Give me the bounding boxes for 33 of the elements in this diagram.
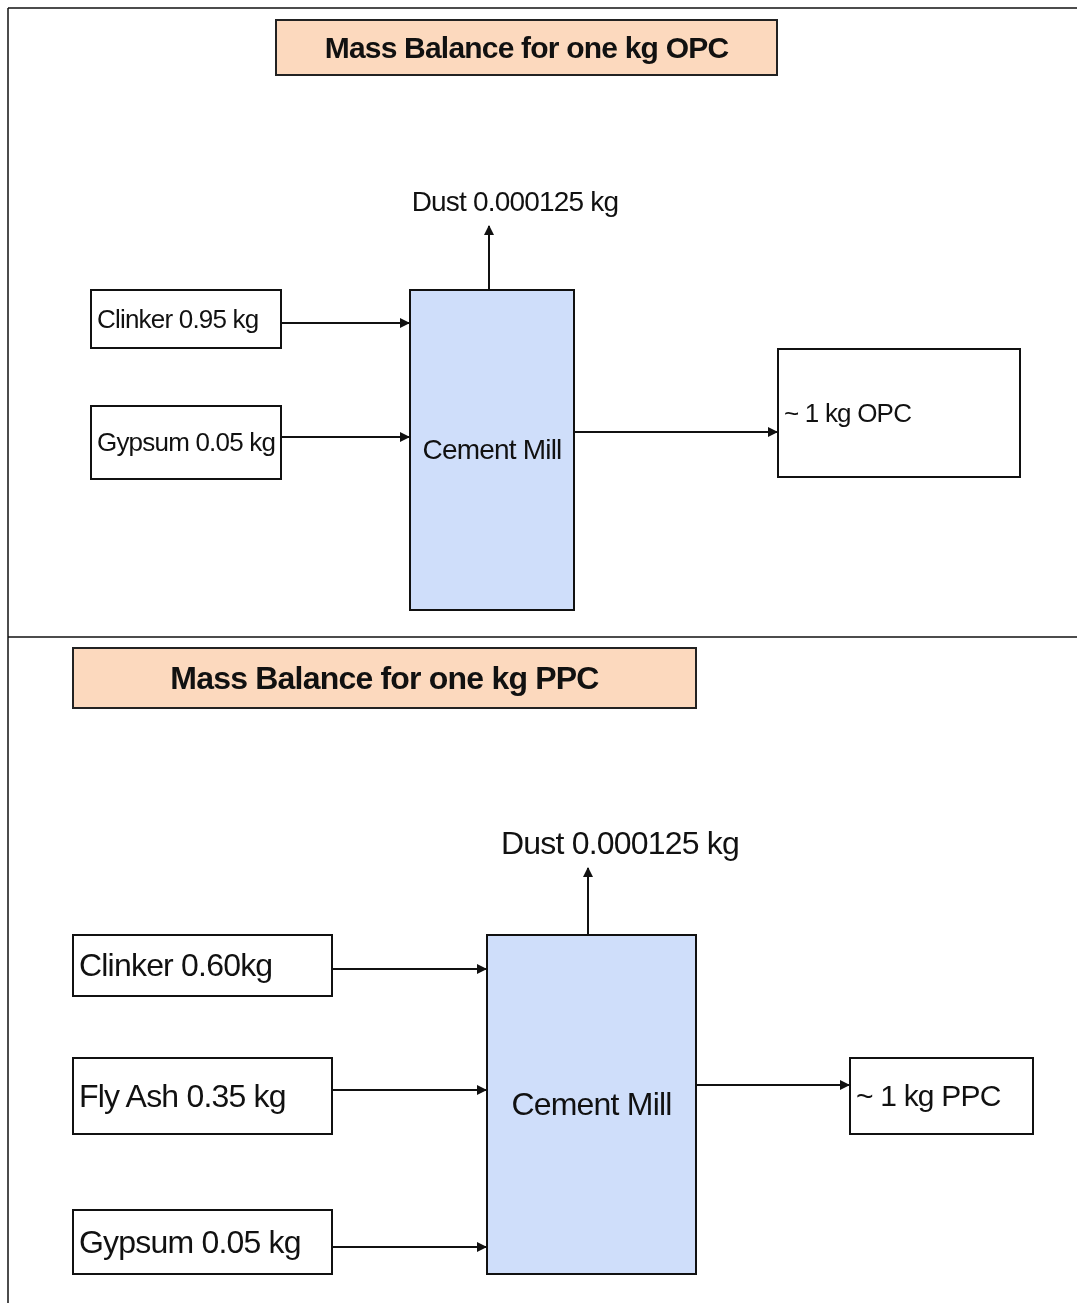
arrow bbox=[574, 427, 778, 437]
arrow bbox=[583, 867, 593, 935]
box-label: ~ 1 kg OPC bbox=[784, 397, 912, 429]
process-box bbox=[486, 934, 697, 1275]
arrow bbox=[332, 1085, 487, 1095]
title-box bbox=[275, 19, 778, 76]
arrow bbox=[332, 964, 487, 974]
input-box bbox=[90, 289, 282, 349]
box-label: Clinker 0.60kg bbox=[79, 947, 273, 984]
arrow bbox=[484, 225, 494, 290]
input-box bbox=[72, 1209, 333, 1275]
box-label: Clinker 0.95 kg bbox=[97, 303, 259, 335]
box-label: Mass Balance for one kg PPC bbox=[170, 659, 599, 697]
input-box bbox=[90, 405, 282, 480]
title-box bbox=[72, 647, 697, 709]
box-label: ~ 1 kg PPC bbox=[856, 1079, 1001, 1113]
box-label: Gypsum 0.05 kg bbox=[97, 427, 276, 458]
output-box bbox=[777, 348, 1021, 478]
output-box bbox=[849, 1057, 1034, 1135]
arrow bbox=[281, 318, 410, 328]
process-box bbox=[409, 289, 575, 611]
arrow bbox=[281, 432, 410, 442]
input-box bbox=[72, 934, 333, 997]
box-label: Mass Balance for one kg OPC bbox=[324, 30, 729, 65]
box-label: Fly Ash 0.35 kg bbox=[79, 1077, 286, 1115]
arrow bbox=[696, 1080, 850, 1090]
output-label: Dust 0.000125 kg bbox=[475, 818, 765, 868]
box-label: Gypsum 0.05 kg bbox=[79, 1223, 301, 1261]
box-label: Cement Mill bbox=[422, 434, 562, 466]
output-label: Dust 0.000125 kg bbox=[395, 178, 635, 226]
box-label: Cement Mill bbox=[511, 1086, 672, 1123]
input-box bbox=[72, 1057, 333, 1135]
arrow bbox=[332, 1242, 487, 1252]
